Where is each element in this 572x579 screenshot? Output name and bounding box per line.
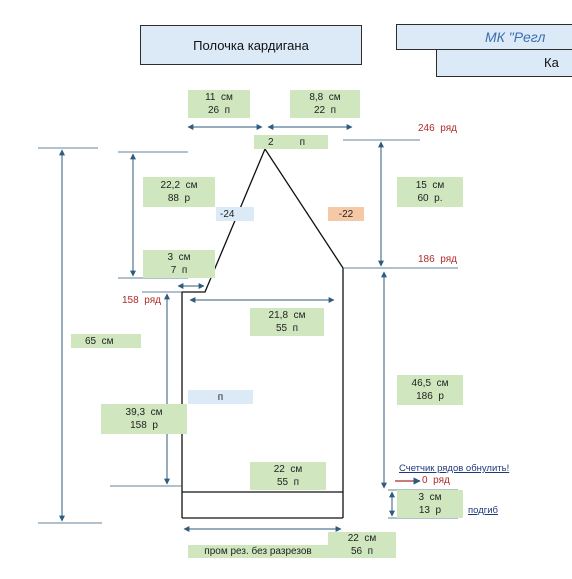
box-lower-left-cm: 39,3 см — [125, 407, 163, 418]
box-armhole-st: 7 п — [170, 265, 188, 276]
banner-text: МК "Регл — [485, 29, 546, 45]
reset-counter-link[interactable]: Счетчик рядов обнулить! — [399, 463, 510, 474]
box-bottom-width: 22 см 56 п — [328, 532, 396, 558]
box-top-right-st: 22 п — [313, 105, 337, 116]
box-right-raglan: 15 см 60 р. — [397, 177, 463, 207]
box-hem-cm: 3 см — [418, 492, 442, 503]
box-lower-right-cm: 46,5 см — [411, 378, 449, 389]
box-lower-left: 39,3 см 158 р — [101, 404, 187, 434]
box-hem: 3 см 13 р — [397, 490, 463, 518]
page-title-text: Полочка кардигана — [193, 37, 309, 53]
box-armhole: 3 см 7 п — [143, 250, 215, 278]
box-bottom-inner-cm: 22 см — [273, 464, 303, 475]
box-apex: 2 п — [254, 135, 328, 149]
box-chest: 21,8 см 55 п — [250, 308, 324, 336]
box-right-raglan-rows: 60 р. — [417, 193, 443, 204]
row-label-158: 158 ряд — [122, 295, 161, 306]
dimension-arrows — [59, 124, 395, 532]
box-left-raglan: 22,2 см 88 р — [143, 177, 215, 207]
box-bottom-desc: пром рез. без разрезов — [188, 545, 328, 558]
box-bottom-inner: 22 см 55 п — [250, 462, 326, 490]
box-total-height: 65 см — [71, 334, 141, 348]
banner-sub-text: Ка — [544, 55, 559, 70]
page-title: Полочка кардигана — [140, 25, 362, 65]
box-right-raglan-cm: 15 см — [415, 180, 445, 191]
box-top-left-st: 26 п — [207, 105, 231, 116]
box-hem-rows: 13 р — [418, 505, 442, 516]
fold-link[interactable]: подгиб — [468, 505, 498, 516]
box-bottom-width-cm: 22 см — [347, 533, 377, 544]
box-apex-num: 2 — [268, 136, 274, 148]
row-label-0: 0 ряд — [422, 475, 450, 486]
box-bottom-inner-st: 55 п — [276, 477, 300, 488]
box-lower-right-rows: 186 р — [416, 391, 444, 402]
box-chest-st: 55 п — [275, 323, 299, 334]
banner-sub: Ка — [436, 49, 572, 77]
box-top-left: 11 см 26 п — [188, 90, 250, 118]
banner: МК "Регл — [396, 24, 572, 50]
cell-blue-mid-text: п — [217, 391, 224, 403]
cell-decrease-left-text: -24 — [220, 208, 235, 220]
box-apex-unit: п — [299, 136, 305, 148]
row-label-186: 186 ряд — [418, 254, 457, 265]
cell-decrease-right: -22 — [328, 207, 364, 221]
box-left-raglan-cm: 22,2 см — [160, 180, 198, 191]
box-lower-left-rows: 158 р — [130, 420, 158, 431]
box-left-raglan-rows: 88 р — [167, 193, 191, 204]
box-bottom-width-st: 56 п — [350, 546, 374, 557]
box-total-height-text: 65 см — [85, 335, 114, 347]
box-top-left-cm: 11 см — [205, 92, 233, 103]
box-lower-right: 46,5 см 186 р — [397, 375, 463, 405]
box-chest-cm: 21,8 см — [268, 310, 306, 321]
cell-blue-mid: п — [188, 390, 253, 404]
box-bottom-desc-text: пром рез. без разрезов — [204, 546, 312, 557]
box-top-right: 8,8 см 22 п — [290, 90, 360, 118]
box-armhole-cm: 3 см — [167, 252, 191, 263]
cell-decrease-left: -24 — [216, 207, 254, 221]
cell-decrease-right-text: -22 — [338, 208, 354, 220]
guide-lines — [38, 139, 458, 524]
row-label-246: 246 ряд — [418, 123, 457, 134]
box-top-right-cm: 8,8 см — [309, 92, 341, 103]
